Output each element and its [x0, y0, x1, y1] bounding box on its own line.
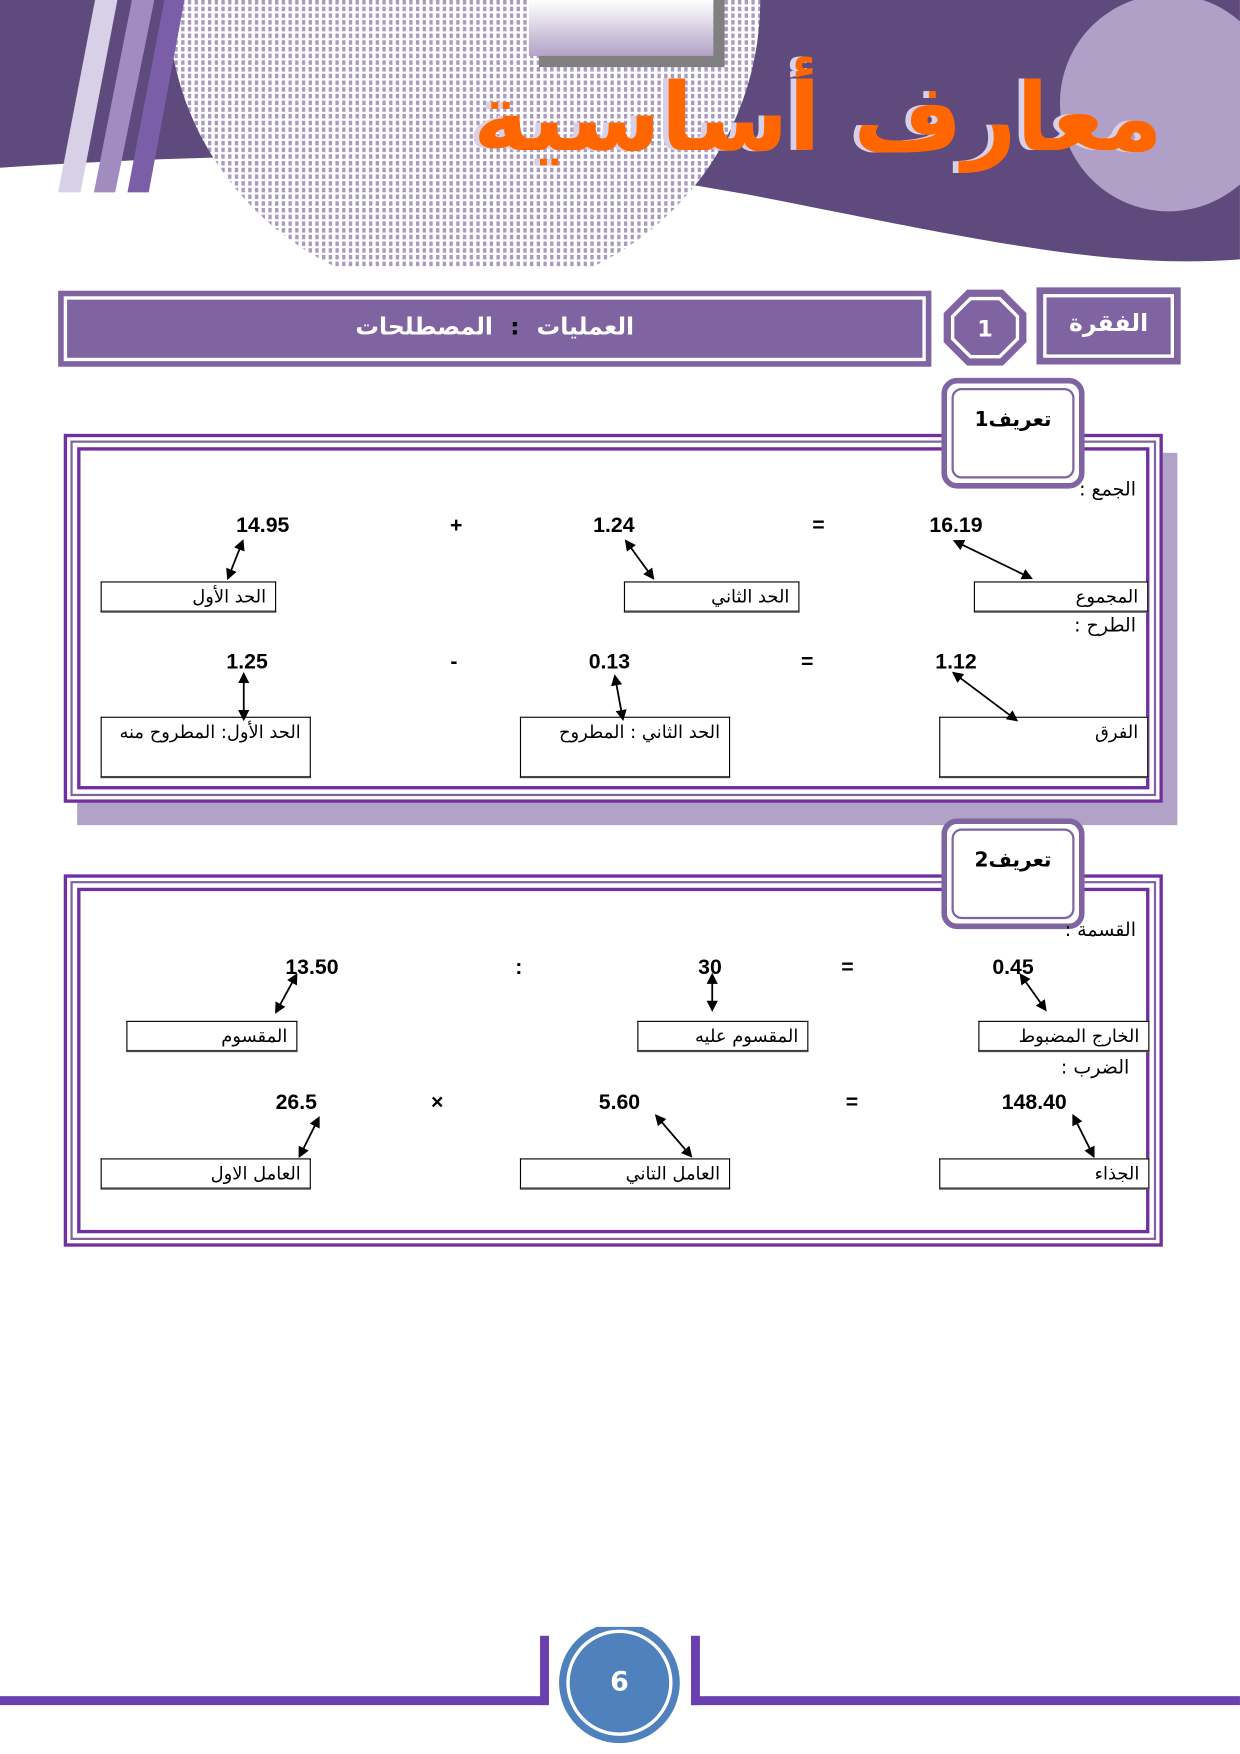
- section-title-part2: المصطلحات: [355, 313, 493, 340]
- division-quotient-label: الخارج المضبوط: [978, 1020, 1150, 1053]
- page-number: 6: [610, 1665, 629, 1698]
- section-number: 1: [977, 315, 993, 343]
- subtraction-heading: الطرح :: [1074, 614, 1136, 638]
- section-number-octagon: [943, 289, 1027, 366]
- definition2-frame: [63, 874, 1163, 1247]
- section-title-bar: العمليات : المصطلحات: [58, 290, 932, 367]
- subtraction-difference-label: الفرق: [939, 716, 1149, 779]
- division-heading: القسمة :: [1064, 919, 1136, 942]
- definition1-tab-label: تعريف1: [974, 408, 1052, 432]
- multiplication-operator: ×: [430, 1091, 444, 1115]
- header-title: معارف أساسية: [473, 62, 1163, 173]
- addition-term2-value: 1.24: [593, 514, 635, 538]
- multiplication-factor1-label: العامل الاول: [100, 1158, 311, 1190]
- multiplication-factor2-label: العامل التاني: [519, 1158, 731, 1190]
- multiplication-product-value: 148.40: [1001, 1091, 1067, 1115]
- section-title-separator: :: [510, 313, 520, 340]
- footer-decoration: [0, 1626, 1240, 1744]
- addition-equals: =: [812, 514, 825, 538]
- addition-term2-label: الحد الثاني: [623, 581, 800, 613]
- addition-sum-value: 16.19: [929, 514, 983, 538]
- dotted-circle: [167, 0, 761, 269]
- subtraction-term1-label: الحد الأول: المطروح منه: [100, 716, 311, 779]
- division-divisor-label: المقسوم عليه: [637, 1020, 809, 1053]
- division-quotient-value: 0.45: [992, 955, 1034, 980]
- multiplication-product-label: الجذاء: [939, 1158, 1150, 1190]
- addition-term1-label: الحد الأول: [100, 581, 277, 613]
- multiplication-factor1-value: 26.5: [275, 1091, 317, 1115]
- subtraction-term2-value: 0.13: [588, 650, 631, 675]
- section-label-box: الفقرة: [1036, 287, 1181, 365]
- definition2-tab: تعريف2: [941, 818, 1085, 930]
- addition-term1-value: 14.95: [236, 514, 290, 538]
- division-dividend-label: المقسوم: [126, 1020, 298, 1053]
- addition-heading: الجمع :: [1079, 478, 1136, 501]
- subtraction-operator: -: [450, 650, 458, 675]
- header-banner: [0, 0, 1240, 269]
- division-operator: :: [515, 955, 523, 980]
- addition-sum-label: المجموع: [973, 581, 1149, 613]
- light-circle: [1059, 0, 1240, 212]
- division-equals: =: [841, 955, 854, 980]
- multiplication-equals: =: [845, 1091, 859, 1115]
- section-label: الفقرة: [1069, 309, 1149, 337]
- subtraction-term1-value: 1.25: [226, 650, 268, 675]
- multiplication-factor2-value: 5.60: [598, 1091, 641, 1115]
- subtraction-term2-label: الحد الثاني : المطروح: [519, 716, 731, 779]
- subtraction-equals: =: [801, 650, 814, 675]
- multiplication-heading: الضرب :: [1060, 1056, 1130, 1079]
- division-dividend-value: 13.50: [285, 955, 339, 980]
- addition-operator: +: [449, 514, 463, 538]
- definition1-tab: تعريف1: [941, 377, 1085, 489]
- section-title-part1: العمليات: [536, 313, 635, 340]
- definition2-tab-label: تعريف2: [974, 848, 1052, 873]
- division-divisor-value: 30: [698, 955, 722, 980]
- subtraction-difference-value: 1.12: [935, 650, 977, 675]
